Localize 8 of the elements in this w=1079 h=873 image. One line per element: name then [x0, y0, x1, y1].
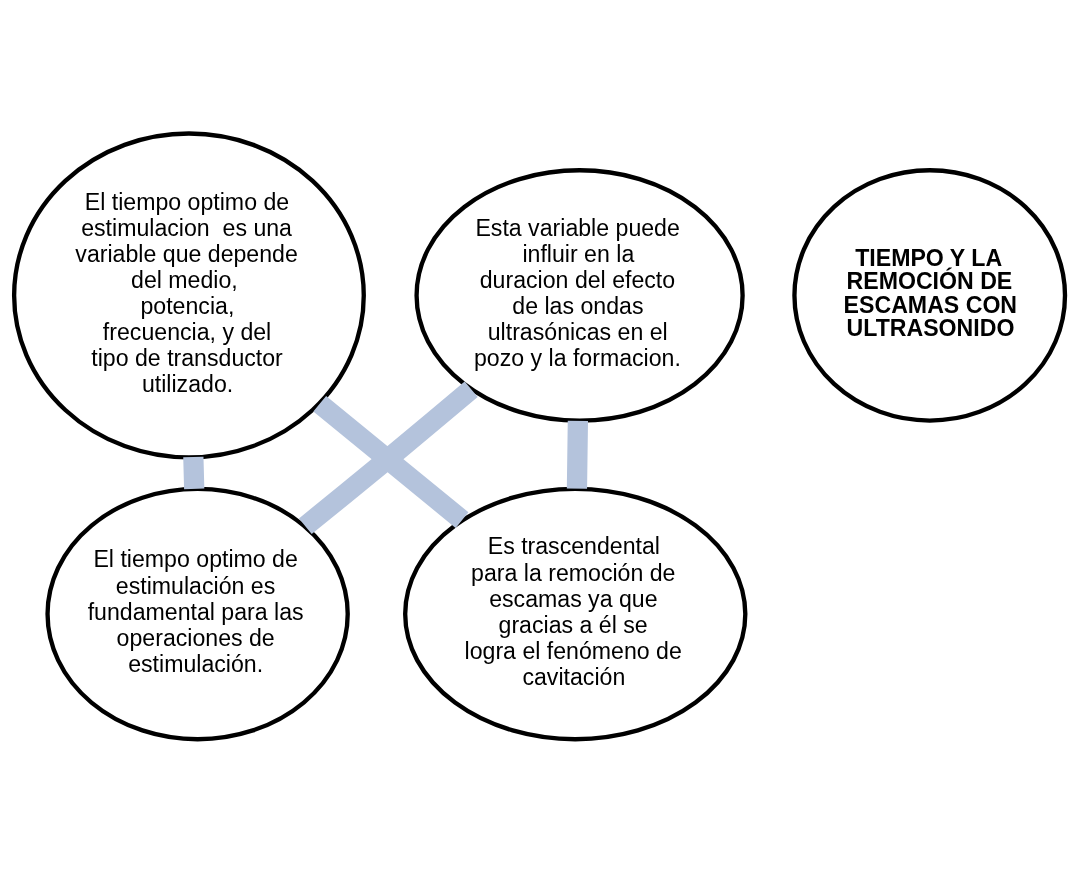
node-ellipse: Esta variable puede influir en la duracion del efecto de las ondas ultrasónicas en el pozo y la formacion. — [414, 168, 745, 423]
connector — [298, 381, 478, 535]
connector — [313, 395, 469, 528]
connector — [183, 456, 205, 490]
node-circle: El tiempo optimo de estimulacion es una variable que depende del medio, potencia, frecuencia, y del tipo de transductor utilizado. — [11, 131, 366, 460]
node-circle: TIEMPO Y LA REMOCIÓN DE ESCAMAS CON ULTRASONIDO — [792, 168, 1068, 423]
node-ellipse: El tiempo optimo de estimulación es fundamental para las operaciones de estimulación. — [45, 486, 350, 742]
node-ellipse: Es trascendental para la remoción de escamas ya que gracias a él se logra el fenómeno de cavitación — [403, 486, 748, 742]
